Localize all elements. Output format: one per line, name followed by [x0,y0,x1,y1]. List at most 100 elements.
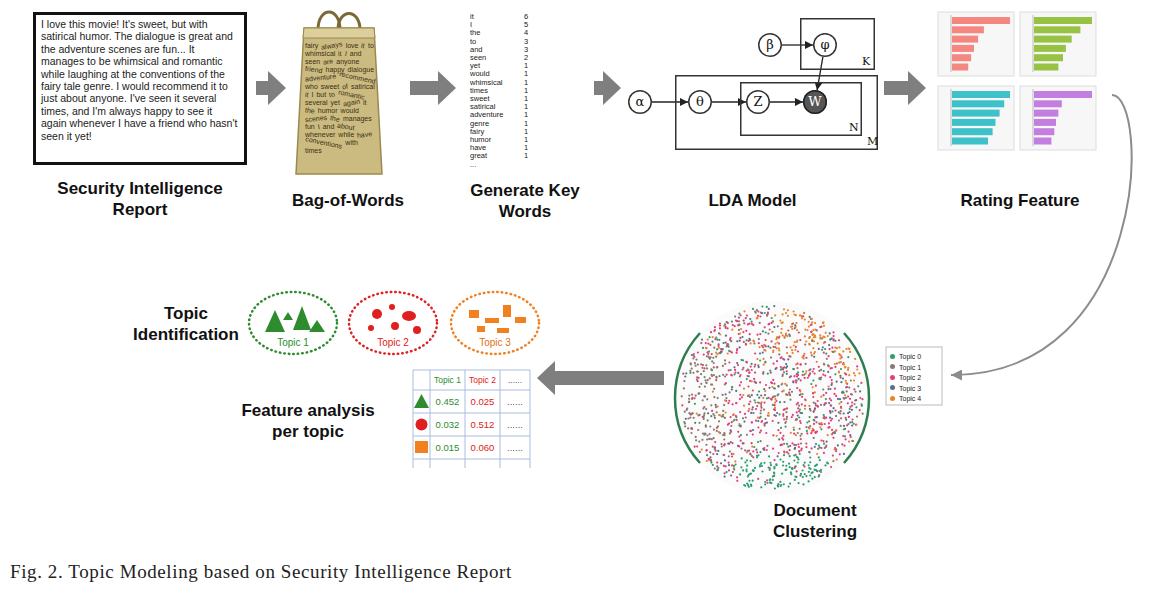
flow-arrow [537,361,664,395]
bag-word: while [338,131,354,139]
report-text: I love this movie! It's sweet, but with … [33,12,247,165]
key-word: satirical [470,103,495,111]
variable-symbol: Z [746,90,770,114]
word-count: 5 [524,21,528,29]
plate-label: N [849,121,861,134]
step-title: Security Intelligence Report [55,178,225,220]
table-cell: 0.025 [465,396,500,408]
topic-ellipse: Topic 3 [449,290,541,356]
word-count: 1 [524,103,528,111]
key-word: great [470,152,487,160]
flow-arrow [410,71,456,105]
report-document: I love this movie! It's sweet, but with … [28,10,252,222]
key-word: it [470,13,474,21]
step-title: LDA Model [625,190,880,211]
step-title: Document Clustering [755,500,875,542]
bag-word: and [350,50,362,58]
rating-bar-charts [938,12,1096,150]
key-word: genre [470,120,489,128]
word-count: 4 [524,29,528,37]
word-count: 1 [524,95,528,103]
bag-word: manages [343,115,372,123]
word-count: 3 [524,38,528,46]
word-count: 1 [524,152,528,160]
bag-word: it [304,90,309,98]
table-cell: 0.015 [430,442,465,454]
key-word: and [470,46,483,54]
legend-entry: Topic 2 [890,372,921,381]
plate-box: MθN Z W [675,75,878,150]
legend-text: Topic 2 [899,374,921,381]
cluster-circle [675,301,869,495]
key-word: would [470,70,490,78]
legend-swatch [890,385,895,390]
word-count: 1 [524,136,528,144]
bag-word: fun [305,123,315,131]
word-count: 6 [524,13,528,21]
bag-word: times [305,147,322,155]
bag-word: I [312,91,314,99]
bag-word: it [363,99,367,107]
bag-word: whimsical [305,50,335,58]
word-count: 1 [524,62,528,70]
dependency-arrow [770,101,803,102]
variable-symbol: θ [688,90,712,114]
bag-illustration [296,12,382,174]
word-count: 1 [524,87,528,95]
dependency-arrow [817,57,823,90]
variable-symbol: φ [813,33,837,57]
variable-symbol: W [803,90,827,114]
rating-feature-step: Rating Feature [930,10,1110,222]
table-cell: 0.032 [430,419,465,431]
step-title: Feature analysis per topic [228,400,388,442]
bag-word: to [368,42,374,50]
plate-box: N Z W [740,82,862,136]
curved-arrow [951,95,1132,375]
flow-arrow [884,71,926,105]
word-count: 1 [524,70,528,78]
bag-word: anyone [336,58,359,66]
table-cell: Topic 1 [430,374,465,386]
table-cell: 0.452 [430,396,465,408]
bag-word: several [305,99,328,107]
scatter-points [681,305,864,490]
bag-word: to [329,90,336,99]
key-word: whimsical [470,79,503,87]
key-word: fairy [470,128,484,136]
step-title: Topic Identification [127,303,245,345]
topic-label: Topic 2 [347,337,439,349]
word-count: 1 [524,79,528,87]
key-word: times [470,87,488,95]
bag-word: and [323,123,335,131]
variable-symbol: β [758,33,782,57]
step-title: Rating Feature [930,190,1110,211]
table-cell: ...... [500,396,530,408]
topic-ellipse: Topic 1 [247,290,339,356]
key-word: seen [470,54,486,62]
word-count: 1 [524,144,528,152]
observed-variable-circle: W [803,90,827,114]
variable-circle: Z [746,90,770,114]
word-count: 1 [524,111,528,119]
table-cell: 0.512 [465,419,500,431]
legend-entry: Topic 0 [890,351,921,360]
table-cell: ...... [500,419,530,431]
dependency-arrow [712,101,746,102]
key-word: ... [470,161,476,169]
flow-arrow [256,71,286,105]
legend-entry: Topic 1 [890,362,921,371]
bag-word: but [316,91,326,99]
plate-label: M [867,135,877,148]
variable-symbol: α [628,90,652,114]
key-word: sweet [470,95,490,103]
topic-label: Topic 3 [449,337,541,349]
bag-word: seen [305,58,320,66]
table-cell: ...... [500,374,530,386]
key-word: the [470,29,480,37]
key-word: adventure [470,111,503,119]
word-count: 1 [524,128,528,136]
topic-label: Topic 1 [247,337,339,349]
variable-circle: θ [688,90,712,114]
variable-circle: α [628,90,652,114]
bag-word: with [345,139,357,147]
